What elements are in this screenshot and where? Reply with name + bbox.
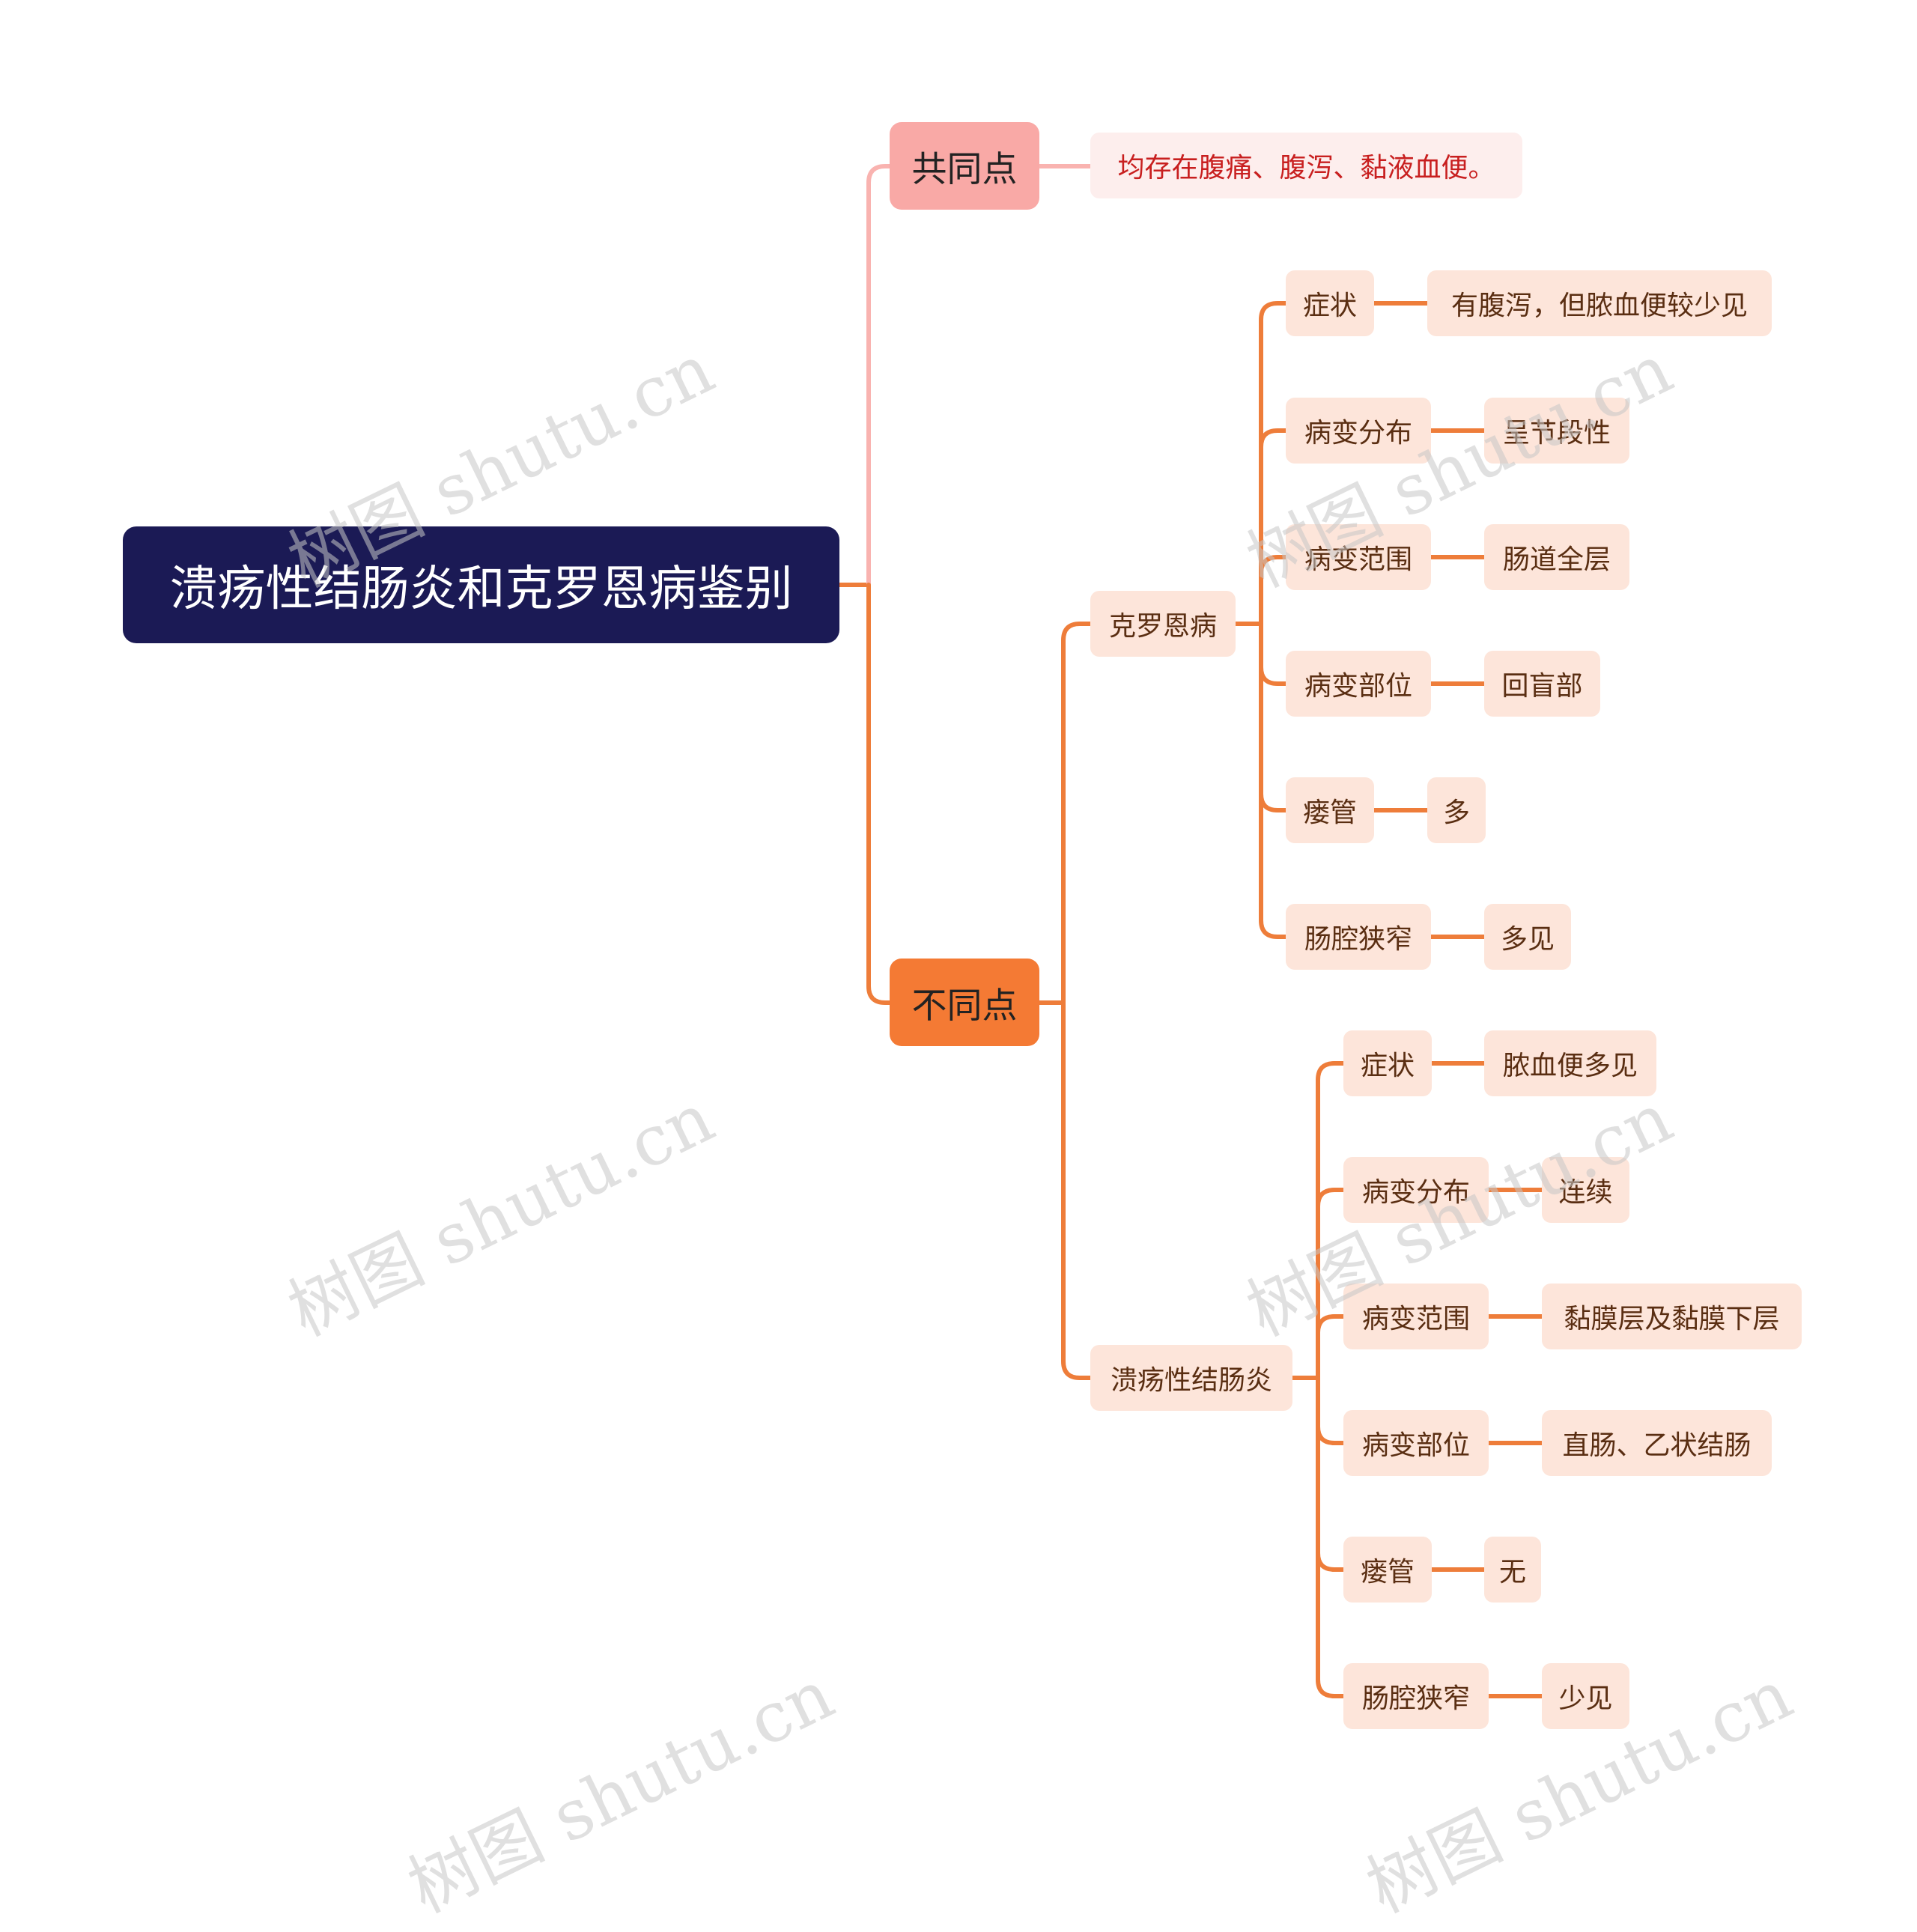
crohn-value-stenosis-label: 多见 bbox=[1500, 924, 1555, 955]
crohn-key-symptom-label: 症状 bbox=[1302, 291, 1357, 321]
uc-key-stenosis[interactable]: 肠腔狭窄 bbox=[1343, 1663, 1489, 1729]
uc-key-distribution-label: 病变分布 bbox=[1361, 1177, 1470, 1208]
uc-key-symptom[interactable]: 症状 bbox=[1343, 1030, 1432, 1096]
link-root-different bbox=[866, 583, 892, 1005]
root-topic[interactable]: 溃疡性结肠炎和克罗恩病鉴别 bbox=[123, 526, 839, 643]
common-detail[interactable]: 均存在腹痛、腹泻、黏液血便。 bbox=[1090, 133, 1522, 198]
branch-common-label: 共同点 bbox=[911, 149, 1018, 190]
uc-value-symptom-label: 脓血便多见 bbox=[1502, 1051, 1638, 1081]
uc-value-fistula[interactable]: 无 bbox=[1484, 1537, 1541, 1603]
topic-crohn[interactable]: 克罗恩病 bbox=[1090, 591, 1236, 657]
link-crohn-key bbox=[1259, 622, 1288, 939]
uc-key-location-label: 病变部位 bbox=[1361, 1430, 1470, 1461]
uc-value-symptom[interactable]: 脓血便多见 bbox=[1484, 1030, 1656, 1096]
crohn-key-distribution-label: 病变分布 bbox=[1304, 418, 1412, 449]
link-root-common bbox=[866, 164, 892, 587]
link-crohn-key bbox=[1259, 622, 1288, 686]
crohn-value-fistula-label: 多 bbox=[1442, 798, 1470, 828]
branch-different-label: 不同点 bbox=[911, 985, 1018, 1027]
uc-key-stenosis-label: 肠腔狭窄 bbox=[1361, 1683, 1470, 1714]
link-crohn-key bbox=[1259, 301, 1288, 626]
crohn-value-symptom[interactable]: 有腹泻，但脓血便较少见 bbox=[1427, 270, 1772, 336]
uc-value-fistula-label: 无 bbox=[1498, 1557, 1526, 1588]
topic-crohn-label: 克罗恩病 bbox=[1108, 611, 1217, 642]
connector-lines bbox=[837, 164, 1544, 1698]
uc-key-extent[interactable]: 病变范围 bbox=[1343, 1284, 1489, 1349]
topic-uc[interactable]: 溃疡性结肠炎 bbox=[1090, 1345, 1292, 1411]
link-uc-key bbox=[1316, 1376, 1346, 1445]
uc-value-extent-label: 黏膜层及黏膜下层 bbox=[1564, 1304, 1780, 1334]
topic-uc-label: 溃疡性结肠炎 bbox=[1110, 1365, 1272, 1396]
crohn-key-distribution[interactable]: 病变分布 bbox=[1286, 398, 1431, 464]
common-detail-text: 均存在腹痛、腹泻、黏液血便。 bbox=[1117, 153, 1495, 183]
link-different-sub bbox=[1061, 622, 1093, 1005]
root-topic-label: 溃疡性结肠炎和克罗恩病鉴别 bbox=[169, 562, 793, 617]
mind-map-canvas: 溃疡性结肠炎和克罗恩病鉴别 共同点 均存在腹痛、腹泻、黏液血便。 不同点 克罗恩… bbox=[123, 122, 1804, 1928]
crohn-key-stenosis-label: 肠腔狭窄 bbox=[1304, 924, 1412, 955]
link-different-sub bbox=[1061, 1000, 1093, 1380]
uc-value-stenosis[interactable]: 少见 bbox=[1542, 1663, 1629, 1729]
uc-value-location[interactable]: 直肠、乙状结肠 bbox=[1542, 1410, 1772, 1476]
link-crohn-key bbox=[1259, 428, 1288, 626]
crohn-value-distribution[interactable]: 呈节段性 bbox=[1484, 398, 1629, 464]
crohn-key-extent[interactable]: 病变范围 bbox=[1286, 524, 1431, 590]
crohn-value-extent-label: 肠道全层 bbox=[1502, 544, 1611, 575]
uc-value-distribution[interactable]: 连续 bbox=[1542, 1157, 1629, 1223]
crohn-value-distribution-label: 呈节段性 bbox=[1502, 418, 1611, 449]
crohn-key-stenosis[interactable]: 肠腔狭窄 bbox=[1286, 904, 1431, 970]
link-uc-key bbox=[1316, 1376, 1346, 1698]
uc-key-fistula-label: 瘘管 bbox=[1360, 1557, 1415, 1588]
link-crohn-key bbox=[1259, 555, 1288, 626]
uc-value-location-label: 直肠、乙状结肠 bbox=[1562, 1430, 1752, 1461]
crohn-key-symptom[interactable]: 症状 bbox=[1286, 270, 1374, 336]
crohn-value-extent[interactable]: 肠道全层 bbox=[1484, 524, 1629, 590]
crohn-value-fistula[interactable]: 多 bbox=[1427, 777, 1486, 843]
link-uc-key bbox=[1316, 1188, 1346, 1380]
link-crohn-key bbox=[1259, 622, 1288, 812]
crohn-key-location[interactable]: 病变部位 bbox=[1286, 651, 1431, 717]
link-uc-key bbox=[1316, 1061, 1346, 1380]
crohn-key-location-label: 病变部位 bbox=[1304, 671, 1412, 702]
uc-value-distribution-label: 连续 bbox=[1558, 1177, 1613, 1208]
uc-key-symptom-label: 症状 bbox=[1360, 1051, 1415, 1081]
link-uc-key bbox=[1316, 1314, 1346, 1380]
uc-key-location[interactable]: 病变部位 bbox=[1343, 1410, 1489, 1476]
crohn-key-extent-label: 病变范围 bbox=[1304, 544, 1412, 575]
link-uc-key bbox=[1316, 1376, 1346, 1572]
crohn-key-fistula[interactable]: 瘘管 bbox=[1286, 777, 1374, 843]
branch-different[interactable]: 不同点 bbox=[890, 959, 1039, 1046]
uc-key-fistula[interactable]: 瘘管 bbox=[1343, 1537, 1432, 1603]
crohn-value-symptom-label: 有腹泻，但脓血便较少见 bbox=[1450, 291, 1748, 321]
branch-common[interactable]: 共同点 bbox=[890, 122, 1039, 210]
uc-key-distribution[interactable]: 病变分布 bbox=[1343, 1157, 1489, 1223]
crohn-value-location[interactable]: 回盲部 bbox=[1484, 651, 1600, 717]
uc-key-extent-label: 病变范围 bbox=[1361, 1304, 1470, 1334]
uc-value-stenosis-label: 少见 bbox=[1558, 1683, 1613, 1714]
uc-value-extent[interactable]: 黏膜层及黏膜下层 bbox=[1542, 1284, 1802, 1349]
crohn-key-fistula-label: 瘘管 bbox=[1302, 798, 1357, 828]
crohn-value-location-label: 回盲部 bbox=[1501, 671, 1583, 702]
crohn-value-stenosis[interactable]: 多见 bbox=[1484, 904, 1571, 970]
